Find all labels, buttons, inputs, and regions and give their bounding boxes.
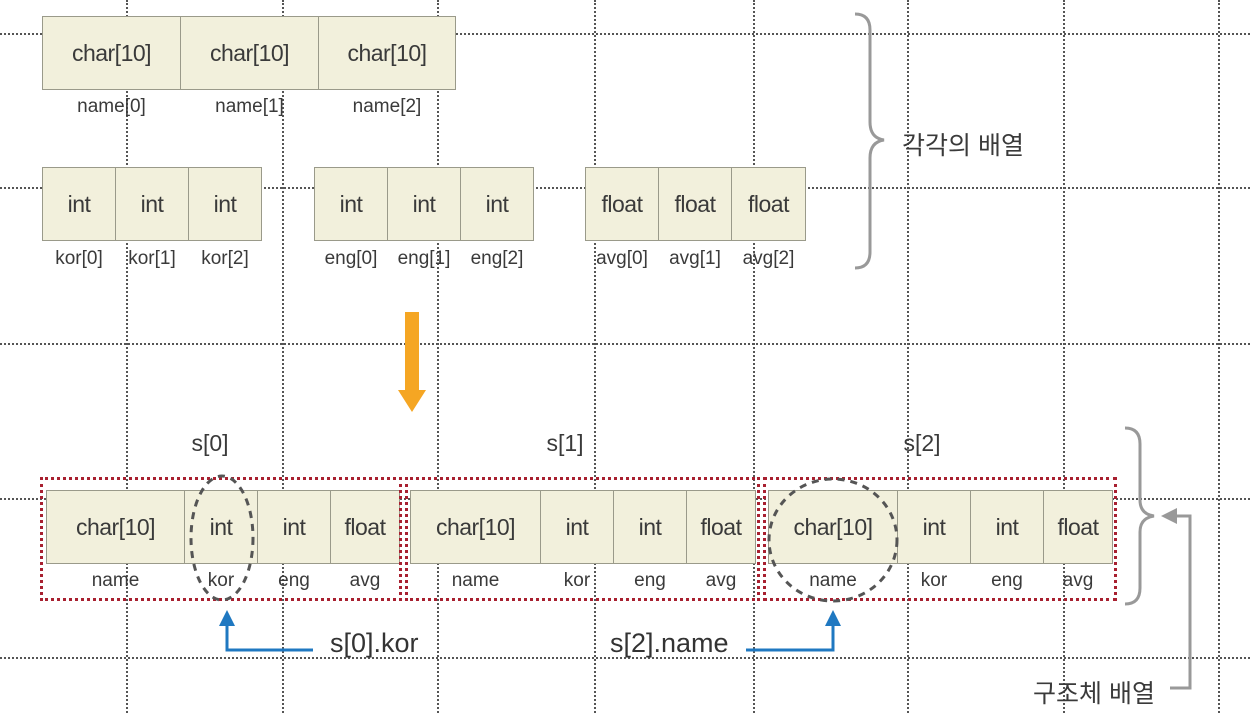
field-label: eng xyxy=(634,570,666,591)
arrow-down-icon xyxy=(398,312,426,412)
grid-line xyxy=(0,33,1250,35)
struct-border xyxy=(40,477,402,601)
struct-cell: char[10] xyxy=(46,490,185,564)
field-label: eng xyxy=(278,570,310,591)
array-cell: int xyxy=(460,167,534,241)
highlight-ellipse xyxy=(767,477,899,603)
highlight-ellipse xyxy=(189,474,255,602)
array-cell: int xyxy=(42,167,116,241)
struct-cell: char[10] xyxy=(410,490,541,564)
grid-line xyxy=(753,0,755,713)
field-label: eng xyxy=(991,570,1023,591)
array-index-label: name[1] xyxy=(215,96,284,117)
array-index-label: eng[2] xyxy=(470,248,524,269)
array-cell: int xyxy=(188,167,262,241)
field-label: name xyxy=(451,570,500,591)
field-label: kor xyxy=(207,570,235,591)
field-label: avg xyxy=(1062,570,1094,591)
struct-cell: float xyxy=(686,490,756,564)
arrow-up-icon xyxy=(746,610,841,652)
grid-line xyxy=(0,343,1250,345)
field-label: kor xyxy=(920,570,948,591)
struct-title: s[0] xyxy=(191,430,229,456)
struct-cell: int xyxy=(897,490,971,564)
grid-line xyxy=(907,0,909,713)
array-cell: char[10] xyxy=(42,16,181,90)
field-label: avg xyxy=(705,570,737,591)
callout-s2-name: s[2].name xyxy=(610,628,729,658)
array-cell: float xyxy=(731,167,806,241)
grid-line xyxy=(0,657,1250,659)
curly-brace-icon xyxy=(854,12,885,270)
struct-cell: float xyxy=(1043,490,1113,564)
array-index-label: avg[2] xyxy=(742,248,795,269)
grid-line xyxy=(437,0,439,713)
array-cell: char[10] xyxy=(318,16,456,90)
field-label: kor xyxy=(563,570,591,591)
array-cell: float xyxy=(658,167,732,241)
struct-title: s[1] xyxy=(546,430,584,456)
array-index-label: kor[0] xyxy=(55,248,103,269)
field-label: name xyxy=(91,570,140,591)
arrow-left-icon xyxy=(1161,508,1192,690)
struct-border xyxy=(405,477,760,601)
struct-cell: int xyxy=(540,490,614,564)
array-cell: float xyxy=(585,167,659,241)
separate-arrays-label: 각각의 배열 xyxy=(902,132,1024,160)
array-cell: int xyxy=(314,167,388,241)
arrow-up-icon xyxy=(219,610,313,652)
struct-title: s[2] xyxy=(903,430,941,456)
grid-line xyxy=(1218,0,1220,713)
struct-cell: int xyxy=(613,490,687,564)
array-index-label: eng[1] xyxy=(397,248,451,269)
grid-line xyxy=(126,0,128,713)
field-label: avg xyxy=(349,570,381,591)
grid-line xyxy=(1063,0,1065,713)
array-index-label: kor[2] xyxy=(201,248,249,269)
grid-line xyxy=(594,0,596,713)
struct-array-label: 구조체 배열 xyxy=(1033,680,1155,708)
array-index-label: eng[0] xyxy=(324,248,378,269)
struct-cell: int xyxy=(257,490,331,564)
callout-s0-kor: s[0].kor xyxy=(330,628,419,658)
array-index-label: avg[0] xyxy=(596,248,648,269)
array-index-label: kor[1] xyxy=(128,248,176,269)
struct-cell: char[10] xyxy=(768,490,898,564)
struct-border xyxy=(763,477,1117,601)
array-index-label: name[2] xyxy=(352,96,422,117)
array-cell: char[10] xyxy=(180,16,319,90)
array-cell: int xyxy=(387,167,461,241)
array-index-label: avg[1] xyxy=(669,248,721,269)
struct-cell: float xyxy=(330,490,400,564)
array-index-label: name[0] xyxy=(77,96,146,117)
grid-line xyxy=(282,0,284,713)
field-label: name xyxy=(809,570,857,591)
curly-brace-icon xyxy=(1124,426,1155,606)
